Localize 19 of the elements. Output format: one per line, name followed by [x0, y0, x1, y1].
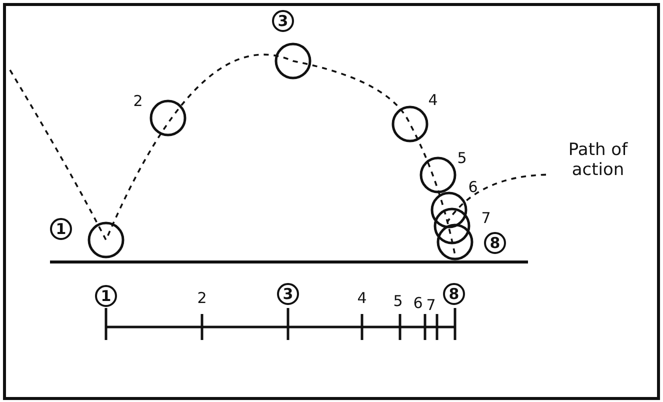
position-number: 7 — [425, 297, 437, 313]
position-number: 7 — [480, 210, 492, 226]
path-of-action-curve — [9, 54, 456, 256]
position-number: 5 — [392, 293, 404, 309]
circled-number: 8 — [443, 283, 465, 305]
position-number: 2 — [132, 93, 144, 109]
circled-number: 1 — [95, 285, 117, 307]
position-number: 6 — [467, 179, 479, 195]
circled-number: 8 — [484, 232, 506, 254]
leader-line — [446, 174, 546, 222]
position-number: 4 — [356, 290, 368, 306]
circled-number: 3 — [272, 10, 294, 32]
annotation-text: Path of action — [548, 140, 648, 181]
position-number: 2 — [196, 290, 208, 306]
circled-number: 3 — [277, 283, 299, 305]
circled-number: 1 — [50, 218, 72, 240]
position-number: 4 — [427, 92, 439, 108]
position-number: 6 — [412, 295, 424, 311]
position-number: 5 — [456, 150, 468, 166]
